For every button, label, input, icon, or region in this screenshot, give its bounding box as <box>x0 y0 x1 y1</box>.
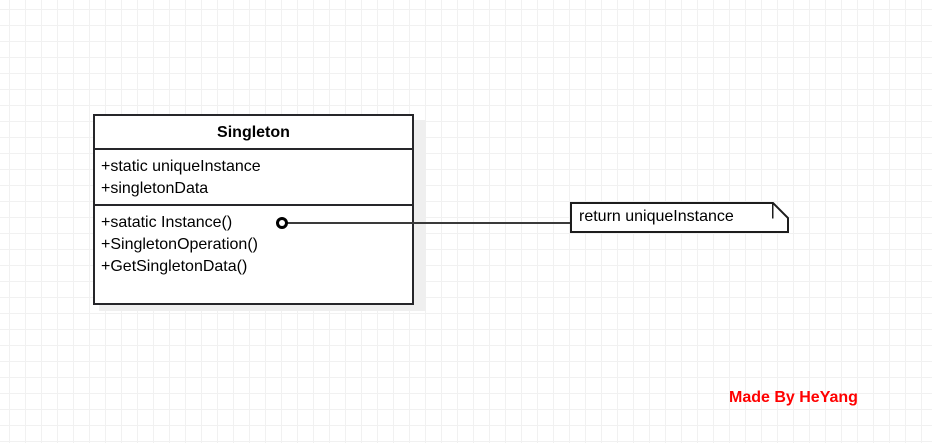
note-anchor-circle-hole <box>279 220 285 226</box>
note-body <box>570 202 789 233</box>
author-watermark: Made By HeYang <box>729 389 858 406</box>
class-operation: +GetSingletonData() <box>101 258 248 275</box>
class-operation: +SingletonOperation() <box>101 236 258 253</box>
class-attributes-compartment: +static uniqueInstance +singletonData <box>95 150 412 206</box>
note-fold-corner-icon <box>772 202 789 219</box>
note-text: return uniqueInstance <box>579 208 734 225</box>
note-anchor-line <box>286 222 571 224</box>
uml-class-box-singleton[interactable]: Singleton +static uniqueInstance +single… <box>93 114 414 305</box>
class-attribute: +static uniqueInstance <box>101 158 261 175</box>
note-anchor-circle-icon <box>276 217 288 229</box>
class-attribute: +singletonData <box>101 180 209 197</box>
class-name-title: Singleton <box>95 116 412 150</box>
class-operation: +satatic Instance() <box>101 214 233 231</box>
class-operations-compartment: +satatic Instance() +SingletonOperation(… <box>95 206 412 278</box>
uml-note-box[interactable]: return uniqueInstance <box>570 202 789 233</box>
